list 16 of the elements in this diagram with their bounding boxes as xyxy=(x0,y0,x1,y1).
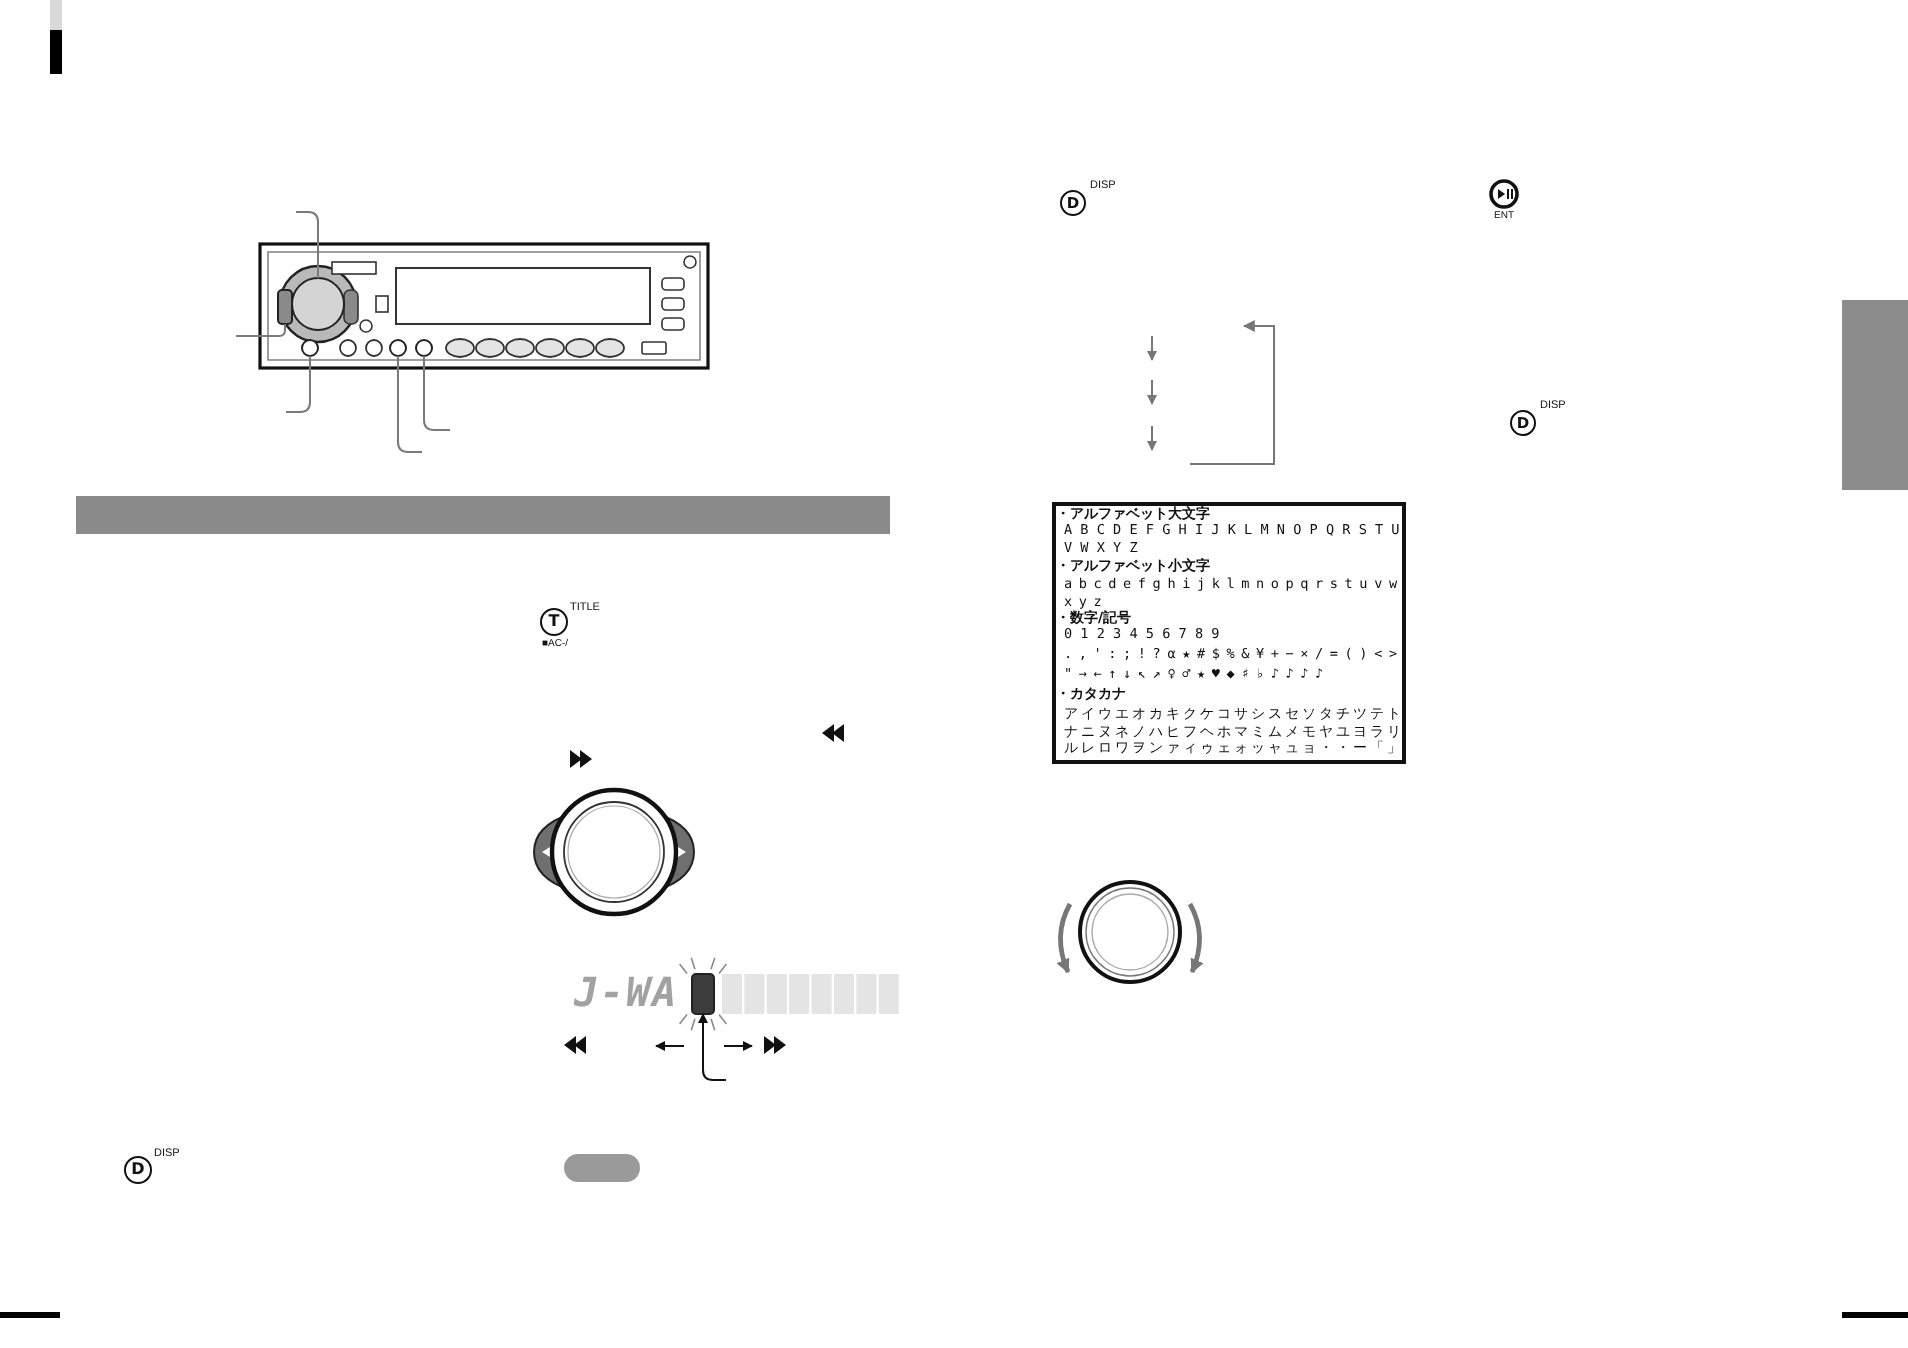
side-tab xyxy=(1842,300,1908,490)
volume-knob xyxy=(291,277,345,331)
round-button xyxy=(389,339,407,357)
knob-side-button xyxy=(277,289,293,325)
round-button xyxy=(415,339,433,357)
leader-line xyxy=(235,323,286,337)
leader-line xyxy=(295,211,319,279)
round-button xyxy=(301,339,319,357)
leader-line xyxy=(285,355,311,413)
leader-line xyxy=(397,355,423,453)
title-button: T xyxy=(540,608,568,636)
display-text: J-WA xyxy=(574,972,679,1012)
disp-button: D xyxy=(124,1156,152,1184)
leader-line xyxy=(423,355,451,431)
leader-line xyxy=(698,1013,727,1081)
cursor-block xyxy=(691,973,715,1015)
